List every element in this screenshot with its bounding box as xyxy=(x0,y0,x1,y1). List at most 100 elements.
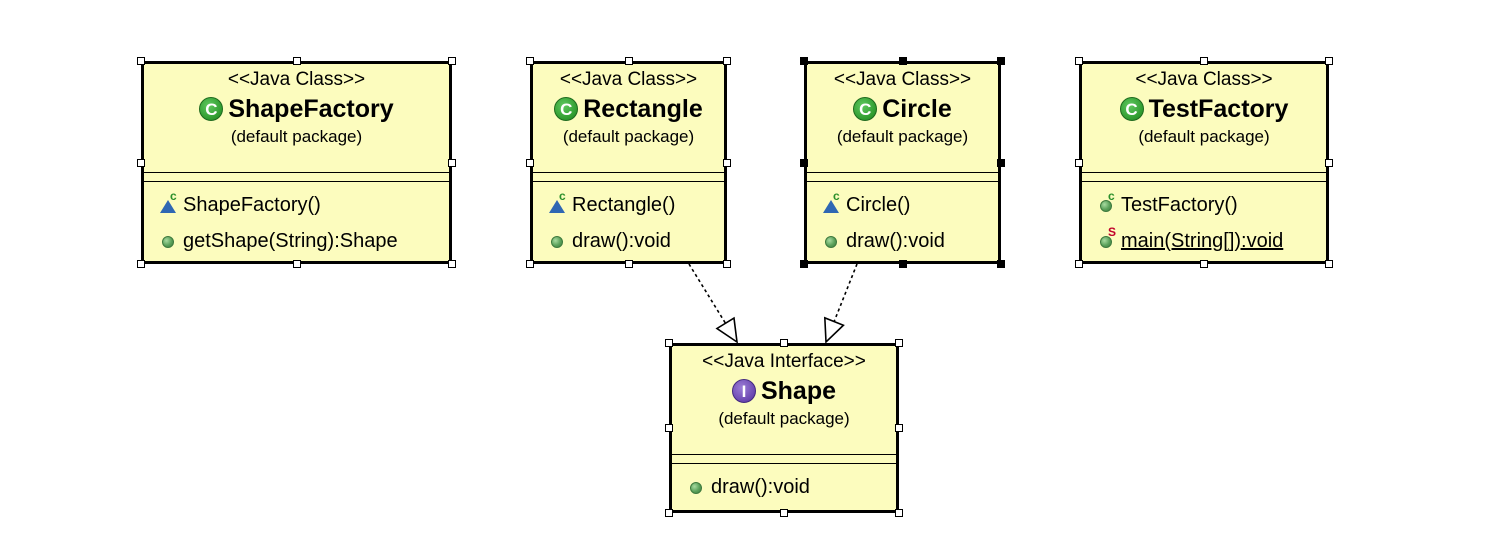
class-name: ShapeFactory xyxy=(228,95,394,123)
package-label: (default package) xyxy=(718,409,850,428)
selection-handle[interactable] xyxy=(665,339,673,347)
constructor-icon: c xyxy=(822,190,842,215)
interface-icon: I xyxy=(731,379,756,403)
member-signature: draw():void xyxy=(711,475,810,498)
public-method-icon xyxy=(687,477,707,497)
selection-handle[interactable] xyxy=(997,260,1005,268)
realization-line[interactable] xyxy=(688,263,727,324)
compartment-divider xyxy=(1082,172,1326,173)
public-method-icon xyxy=(822,231,842,251)
selection-handle[interactable] xyxy=(624,260,633,268)
static-method-icon: S xyxy=(1097,226,1117,251)
selection-handle[interactable] xyxy=(448,260,456,268)
selection-handle[interactable] xyxy=(137,158,145,167)
compartment-divider xyxy=(1082,181,1326,182)
selection-handle[interactable] xyxy=(137,57,145,65)
selection-handle[interactable] xyxy=(526,57,534,65)
member-row[interactable]: draw():void xyxy=(672,469,896,505)
compartment-divider xyxy=(533,181,724,182)
selection-handle[interactable] xyxy=(800,260,808,268)
member-row[interactable]: draw():void xyxy=(533,223,724,259)
compartment-divider xyxy=(807,172,998,173)
selection-handle[interactable] xyxy=(665,509,673,517)
selection-handle[interactable] xyxy=(137,260,145,268)
selection-handle[interactable] xyxy=(1200,57,1208,65)
stereotype-label: <<Java Class>> xyxy=(559,69,698,90)
selection-handle[interactable] xyxy=(1075,158,1083,167)
member-list: draw():void xyxy=(672,469,896,505)
compartment-divider xyxy=(144,181,449,182)
selection-handle[interactable] xyxy=(1325,57,1333,65)
member-signature: TestFactory() xyxy=(1121,193,1238,216)
selection-handle[interactable] xyxy=(1075,260,1083,268)
selection-handle[interactable] xyxy=(723,57,731,65)
selection-handle[interactable] xyxy=(1325,260,1333,268)
compartment-divider xyxy=(672,454,896,455)
selection-handle[interactable] xyxy=(292,260,301,268)
compartment-divider xyxy=(807,181,998,182)
selection-handle[interactable] xyxy=(448,57,456,65)
class-icon: C xyxy=(554,97,579,121)
member-signature: Rectangle() xyxy=(572,193,676,216)
public-constructor-icon: c xyxy=(1097,190,1117,215)
selection-handle[interactable] xyxy=(895,424,903,432)
public-method-icon xyxy=(159,231,179,251)
constructor-icon: c xyxy=(548,190,568,215)
selection-handle[interactable] xyxy=(1075,57,1083,65)
selection-handle[interactable] xyxy=(526,260,534,268)
selection-handle[interactable] xyxy=(898,260,907,268)
class-icon: C xyxy=(199,97,224,121)
member-signature: getShape(String):Shape xyxy=(183,229,398,252)
public-method-icon xyxy=(548,231,568,251)
selection-handle[interactable] xyxy=(292,57,301,65)
selection-handle[interactable] xyxy=(895,339,903,347)
realization-arrowhead xyxy=(715,316,739,344)
constructor-icon: c xyxy=(159,190,179,215)
selection-handle[interactable] xyxy=(723,158,731,167)
stereotype-label: <<Java Class>> xyxy=(1135,69,1273,90)
selection-handle[interactable] xyxy=(800,57,808,65)
selection-handle[interactable] xyxy=(1200,260,1208,268)
selection-handle[interactable] xyxy=(800,158,808,167)
selection-handle[interactable] xyxy=(723,260,731,268)
class-name: Shape xyxy=(760,377,837,405)
selection-handle[interactable] xyxy=(898,57,907,65)
package-label: (default package) xyxy=(562,127,695,146)
selection-handle[interactable] xyxy=(997,57,1005,65)
package-label: (default package) xyxy=(230,127,363,146)
member-row[interactable]: draw():void xyxy=(807,223,998,259)
stereotype-label: <<Java Class>> xyxy=(227,69,366,90)
member-signature: draw():void xyxy=(572,229,671,252)
member-signature: draw():void xyxy=(846,229,945,252)
selection-handle[interactable] xyxy=(895,509,903,517)
selection-handle[interactable] xyxy=(624,57,633,65)
selection-handle[interactable] xyxy=(1325,158,1333,167)
member-row[interactable]: getShape(String):Shape xyxy=(144,223,449,259)
selection-handle[interactable] xyxy=(448,158,456,167)
selection-handle[interactable] xyxy=(780,339,788,347)
selection-handle[interactable] xyxy=(780,509,788,517)
selection-handle[interactable] xyxy=(665,424,673,432)
selection-handle[interactable] xyxy=(997,158,1005,167)
member-signature: Circle() xyxy=(846,193,911,216)
realization-line[interactable] xyxy=(833,263,858,322)
selection-handle[interactable] xyxy=(526,158,534,167)
class-name: TestFactory xyxy=(1148,95,1289,123)
